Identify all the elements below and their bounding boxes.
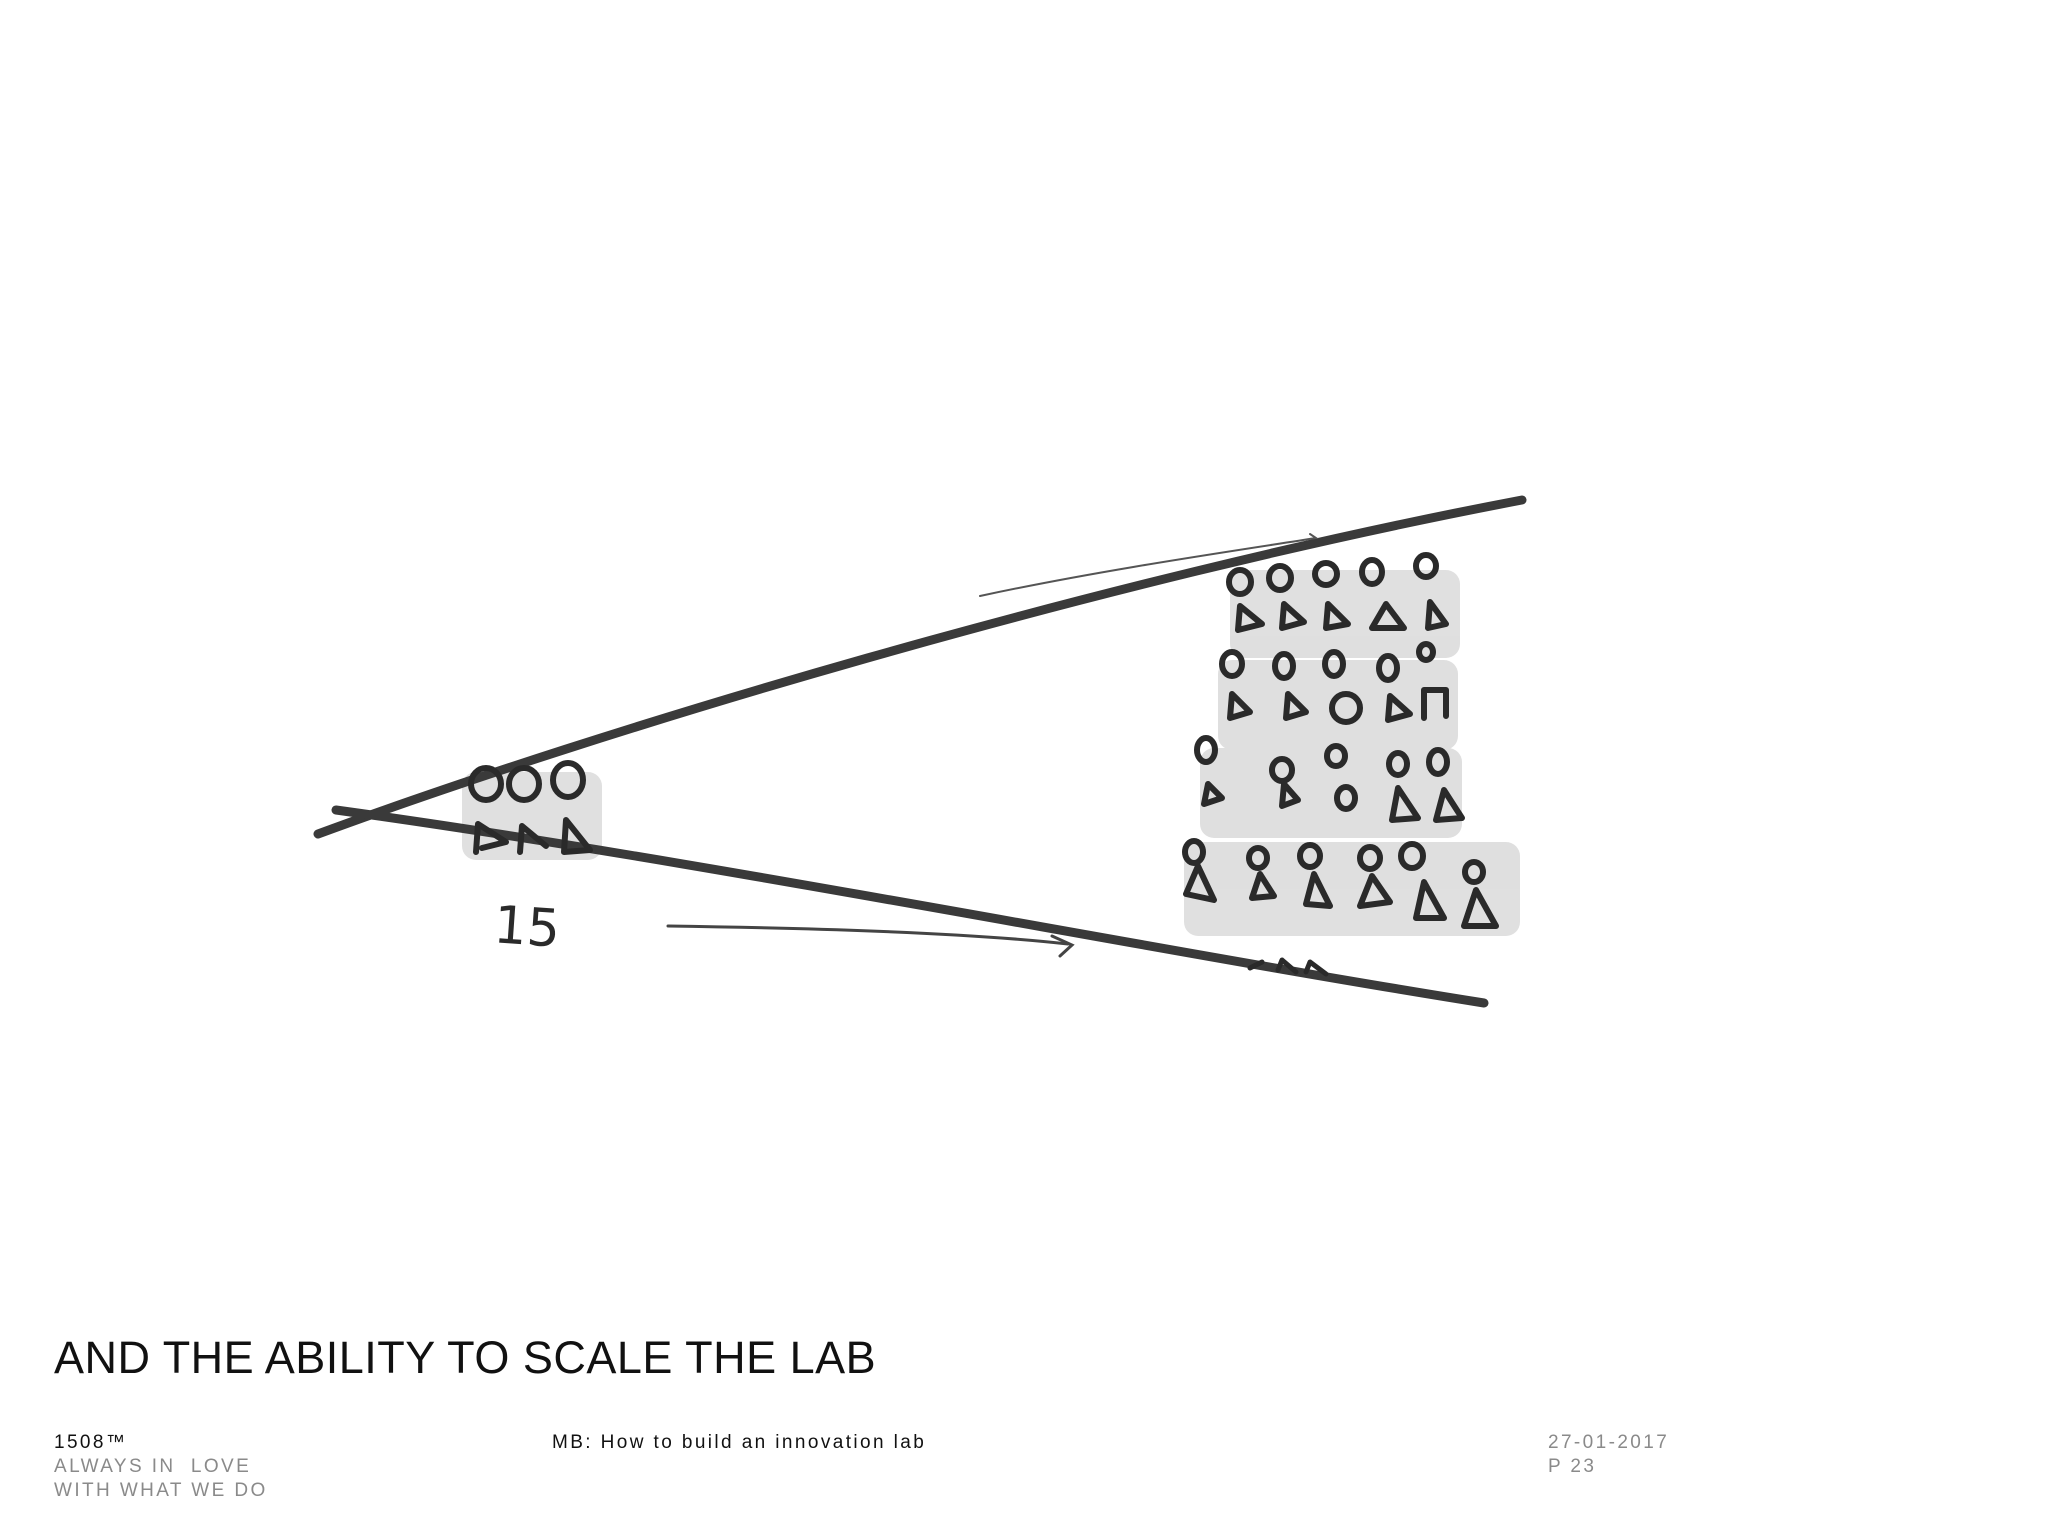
upper-funnel-line [313, 495, 1527, 839]
footer-meta-block: 27-01-2017 P 23 [1548, 1431, 1669, 1479]
brand-logo-text: 1508™ [54, 1432, 128, 1453]
growth-arrow-head [1050, 934, 1075, 958]
slide-title: AND THE ABILITY TO SCALE THE LAB [54, 1332, 877, 1383]
funnel-lines [313, 495, 1527, 1008]
small-team-figures [468, 760, 593, 855]
growth-arrow [666, 924, 1070, 946]
footer-page-number: P 23 [1548, 1456, 1597, 1477]
lower-funnel-line [331, 805, 1489, 1008]
large-team-figures [1182, 552, 1499, 977]
footer-document-title: MB: How to build an innovation lab [552, 1432, 927, 1453]
sketch-label-15: 15 [492, 895, 562, 959]
brand-tagline-line1: ALWAYS IN LOVE [54, 1456, 252, 1477]
footer-brand-block: 1508™ ALWAYS IN LOVE WITH WHAT WE DO [54, 1431, 268, 1503]
upper-arrow-line [979, 533, 1319, 597]
footer-date: 27-01-2017 [1548, 1432, 1670, 1453]
brand-tagline-line2: WITH WHAT WE DO [54, 1480, 268, 1501]
